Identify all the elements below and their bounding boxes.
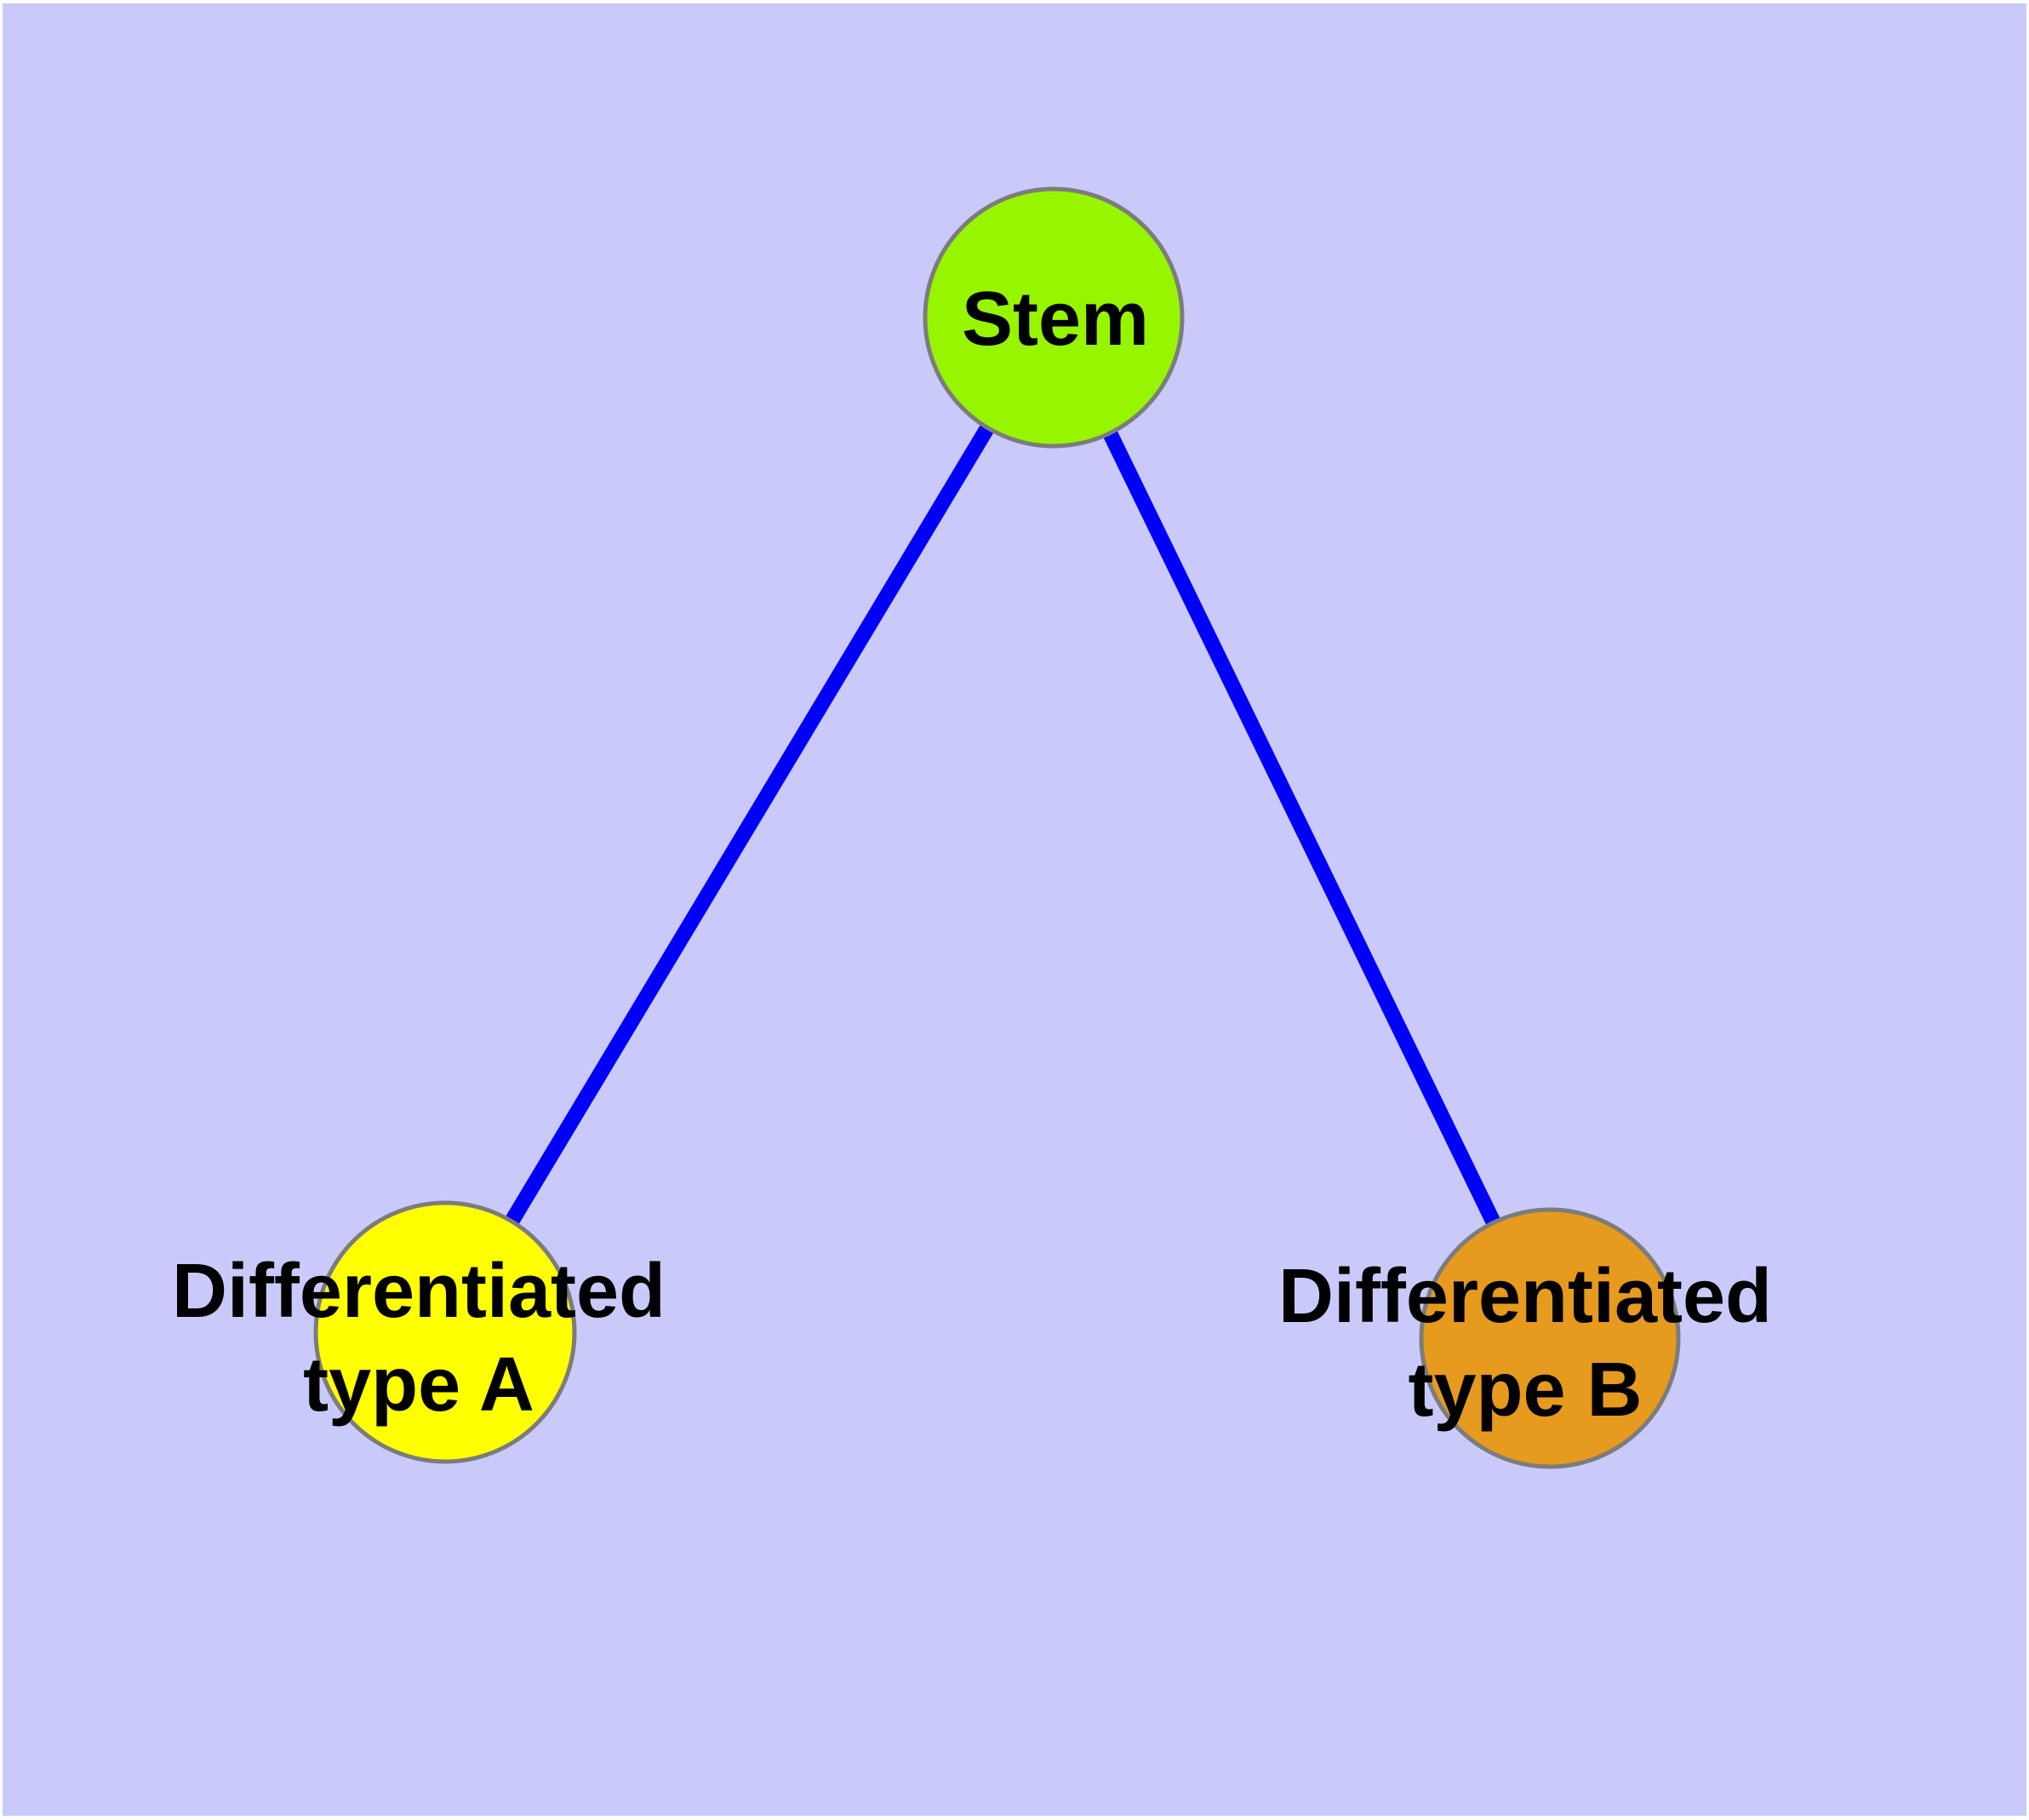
node-type-a-label-line: type A [303, 1342, 534, 1428]
node-type-a-circle[interactable] [313, 1200, 577, 1464]
node-type-b-label-line: Differentiated [1278, 1254, 1772, 1339]
edge-stem-to-type-b [1046, 314, 1557, 1342]
node-stem-circle[interactable] [923, 186, 1185, 449]
node-type-b-circle[interactable] [1419, 1207, 1681, 1469]
node-type-b-label-line: type B [1408, 1348, 1642, 1433]
node-stem-label-line: Stem [962, 277, 1149, 362]
node-type-a-label-line: Differentiated [172, 1249, 666, 1334]
edge-stem-to-type-a [438, 313, 1060, 1336]
